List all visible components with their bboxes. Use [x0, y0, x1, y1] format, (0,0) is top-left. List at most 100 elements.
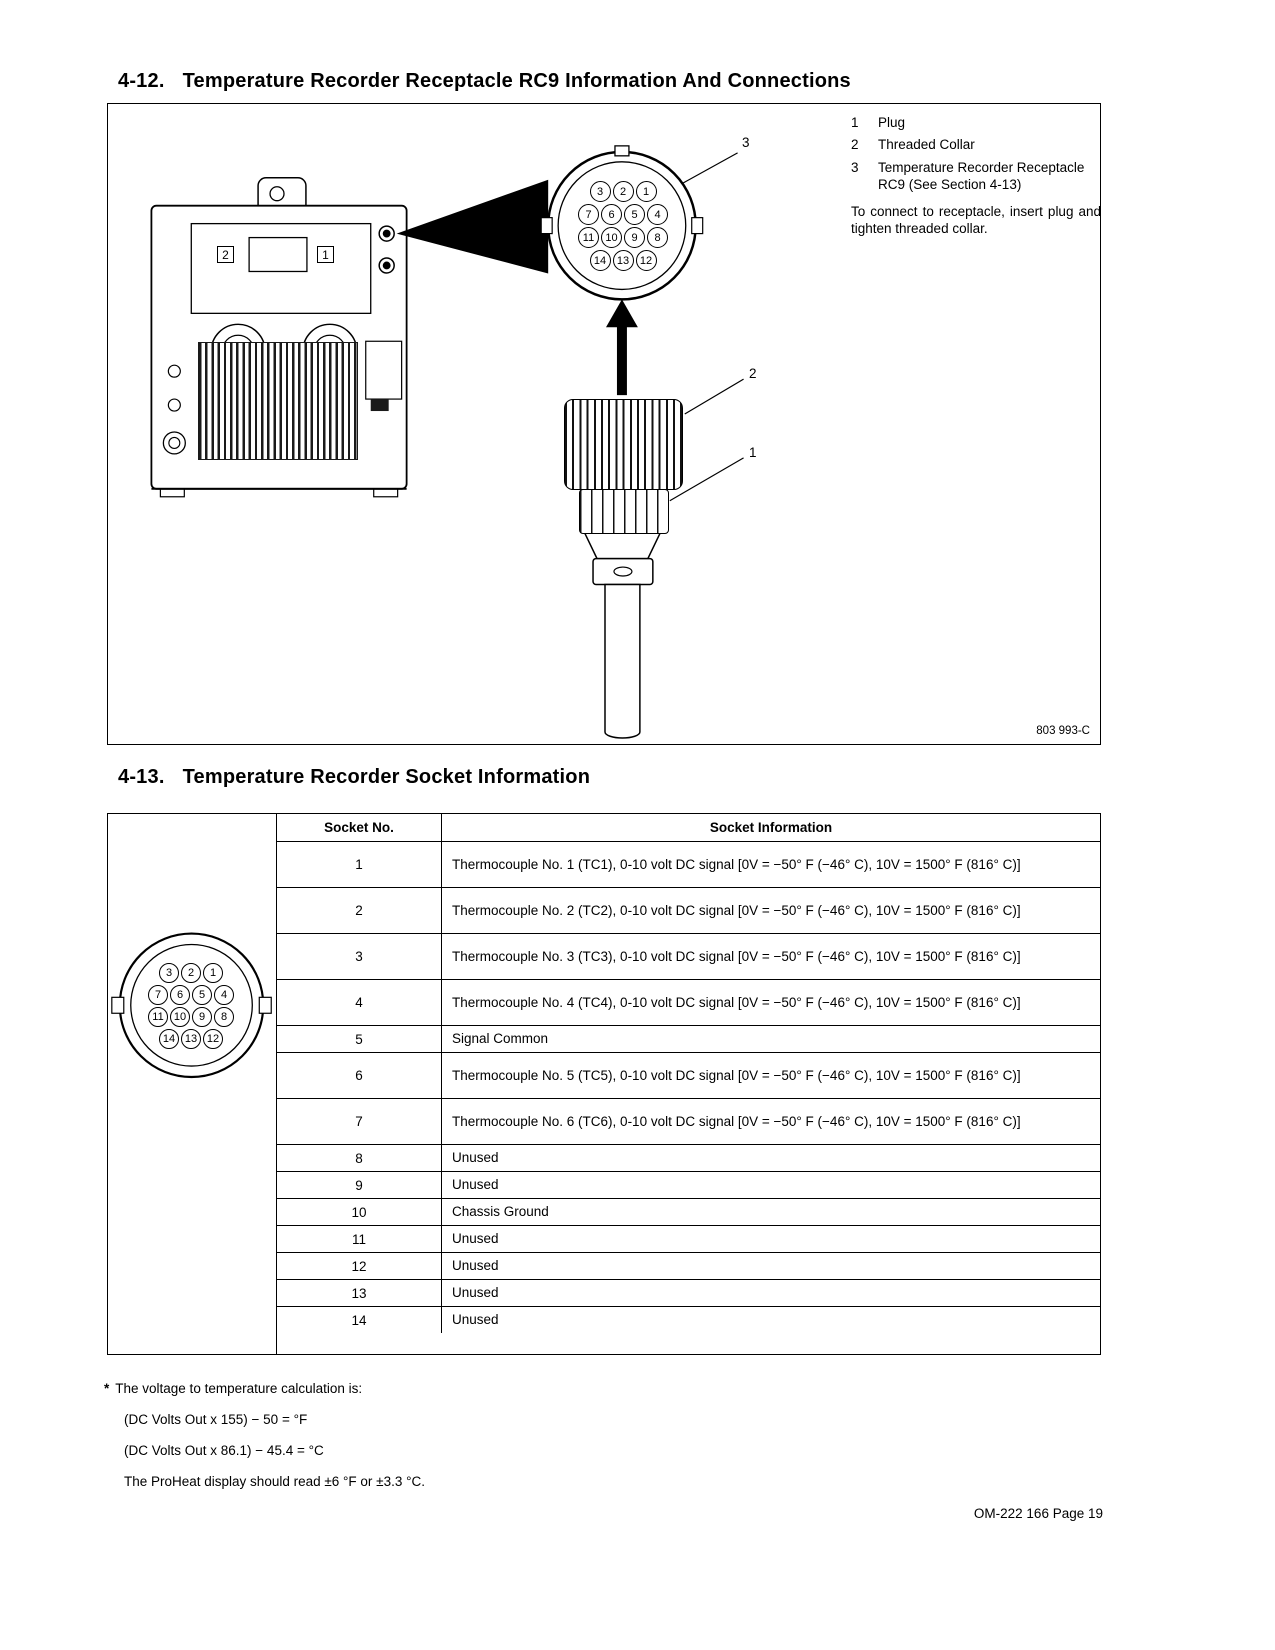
- table-header-row: Socket No. Socket Information: [277, 814, 1100, 841]
- pin-1: 1: [203, 963, 223, 983]
- table-row-socket-4: 4 Thermocouple No. 4 (TC4), 0-10 volt DC …: [277, 979, 1100, 1025]
- legend-item-label: Temperature Recorder Receptacle RC9 (See…: [878, 159, 1085, 192]
- socket-info-cell: Thermocouple No. 4 (TC4), 0-10 volt DC s…: [452, 994, 1021, 1010]
- pin-3: 3: [159, 963, 179, 983]
- legend-items: 1 Plug 2 Threaded Collar 3 Temperature Record…: [851, 114, 1101, 193]
- pin-8: 8: [647, 227, 668, 248]
- socket-info-cell: Thermocouple No. 2 (TC2), 0-10 volt DC s…: [452, 902, 1021, 918]
- pin-4: 4: [214, 985, 234, 1005]
- footnote-formula-f: (DC Volts Out x 155) − 50 = °F: [124, 1412, 308, 1427]
- pin-13: 13: [181, 1029, 201, 1049]
- table-row-socket-1: 1 Thermocouple No. 1 (TC1), 0-10 volt DC …: [277, 841, 1100, 887]
- table-row-socket-5: 5 Signal Common: [277, 1025, 1100, 1052]
- pin-6: 6: [170, 985, 190, 1005]
- table-row-socket-6: 6 Thermocouple No. 5 (TC5), 0-10 volt DC …: [277, 1052, 1100, 1098]
- socket-info-cell: Unused: [452, 1150, 499, 1166]
- receptacle-rc9-rings: [540, 145, 704, 301]
- socket-number-cell: 14: [277, 1307, 442, 1333]
- table-row-socket-8: 8 Unused: [277, 1144, 1100, 1171]
- section-4-12-heading: 4-12. Temperature Recorder Receptacle RC…: [118, 70, 851, 93]
- insert-arrow: [605, 299, 638, 396]
- callout-1: 1: [749, 445, 757, 460]
- socket-info-cell: Thermocouple No. 3 (TC3), 0-10 volt DC s…: [452, 948, 1021, 964]
- pin-6: 6: [601, 204, 622, 225]
- pin-14: 14: [159, 1029, 179, 1049]
- footnote-star: *: [104, 1381, 110, 1396]
- socket-number-cell: 10: [277, 1199, 442, 1225]
- legend-note: To connect to receptacle, insert plug an…: [851, 204, 1101, 237]
- legend-item-2: 2 Threaded Collar: [851, 136, 1101, 153]
- footnote-formula-c: (DC Volts Out x 86.1) − 45.4 = °C: [124, 1443, 324, 1458]
- socket-info-cell: Signal Common: [452, 1031, 549, 1047]
- callout-2: 2: [749, 366, 757, 381]
- pin-14: 14: [589, 250, 611, 271]
- socket-info-cell: Thermocouple No. 5 (TC5), 0-10 volt DC s…: [452, 1067, 1021, 1083]
- pin-2: 2: [612, 181, 634, 202]
- legend-item-number: 1: [851, 115, 859, 130]
- socket-info-cell: Unused: [452, 1285, 499, 1301]
- page-number: OM-222 166 Page 19: [973, 1506, 1103, 1521]
- socket-number-cell: 12: [277, 1253, 442, 1279]
- socket-info-cell: Thermocouple No. 1 (TC1), 0-10 volt DC s…: [452, 856, 1021, 872]
- socket-info-cell: Unused: [452, 1231, 499, 1247]
- legend-item-number: 2: [851, 137, 859, 153]
- pin-5: 5: [624, 204, 645, 225]
- vent-louvers: [198, 342, 358, 460]
- pin-10: 10: [601, 227, 622, 248]
- socket-number-cell: 7: [277, 1099, 442, 1144]
- plug-cable: [604, 583, 641, 739]
- callout-3: 3: [742, 135, 750, 150]
- header-socket-info: Socket Information: [709, 820, 833, 835]
- socket-number-cell: 13: [277, 1280, 442, 1306]
- figure-legend: 1 Plug 2 Threaded Collar 3 Temperature Record…: [851, 114, 1101, 238]
- figure-code: 803 993-C: [1036, 725, 1090, 737]
- lift-bracket: [257, 177, 307, 206]
- footnote-accuracy: The ProHeat display should read ±6 °F or…: [124, 1474, 426, 1489]
- pin-9: 9: [624, 227, 645, 248]
- table-row-socket-13: 13 Unused: [277, 1279, 1100, 1306]
- socket-number-cell: 4: [277, 980, 442, 1025]
- table-row-socket-7: 7 Thermocouple No. 6 (TC6), 0-10 volt DC …: [277, 1098, 1100, 1144]
- footnote-intro: *The voltage to temperature calculation …: [104, 1381, 363, 1396]
- header-socket-no: Socket No.: [277, 814, 442, 841]
- pin-2: 2: [181, 963, 201, 983]
- section-number: 4-13.: [118, 766, 165, 788]
- connector-face-drawing: [111, 932, 272, 1079]
- socket-number-cell: 5: [277, 1026, 442, 1052]
- legend-item-number: 3: [851, 159, 859, 175]
- legend-item-label: Threaded Collar: [878, 137, 975, 153]
- legend-item-1: 1 Plug: [851, 114, 1101, 131]
- socket-info-cell: Unused: [452, 1258, 499, 1274]
- pin-12: 12: [635, 250, 657, 271]
- socket-number-cell: 1: [277, 842, 442, 887]
- section-title: Temperature Recorder Receptacle RC9 Info…: [182, 70, 851, 92]
- socket-number-cell: 2: [277, 888, 442, 933]
- panel-label-2: 2: [217, 246, 234, 263]
- pin-11: 11: [578, 227, 599, 248]
- table-row-socket-2: 2 Thermocouple No. 2 (TC2), 0-10 volt DC …: [277, 887, 1100, 933]
- pin-10: 10: [170, 1007, 190, 1027]
- socket-info-cell: Unused: [452, 1312, 499, 1328]
- table-row-socket-12: 12 Unused: [277, 1252, 1100, 1279]
- pin-3: 3: [589, 181, 611, 202]
- section-number: 4-12.: [118, 70, 165, 92]
- socket-number-cell: 6: [277, 1053, 442, 1098]
- legend-item-label: Plug: [878, 115, 906, 130]
- pin-11: 11: [148, 1007, 168, 1027]
- socket-number-cell: 8: [277, 1145, 442, 1171]
- pin-7: 7: [148, 985, 168, 1005]
- pin-12: 12: [203, 1029, 223, 1049]
- section-4-13-heading: 4-13. Temperature Recorder Socket Inform…: [118, 766, 590, 789]
- pin-7: 7: [578, 204, 599, 225]
- legend-item-3: 3 Temperature Recorder Receptacle RC9 (Se…: [851, 159, 1101, 194]
- pin-4: 4: [647, 204, 668, 225]
- panel-label-1: 1: [317, 246, 334, 263]
- socket-info-cell: Thermocouple No. 6 (TC6), 0-10 volt DC s…: [452, 1113, 1021, 1129]
